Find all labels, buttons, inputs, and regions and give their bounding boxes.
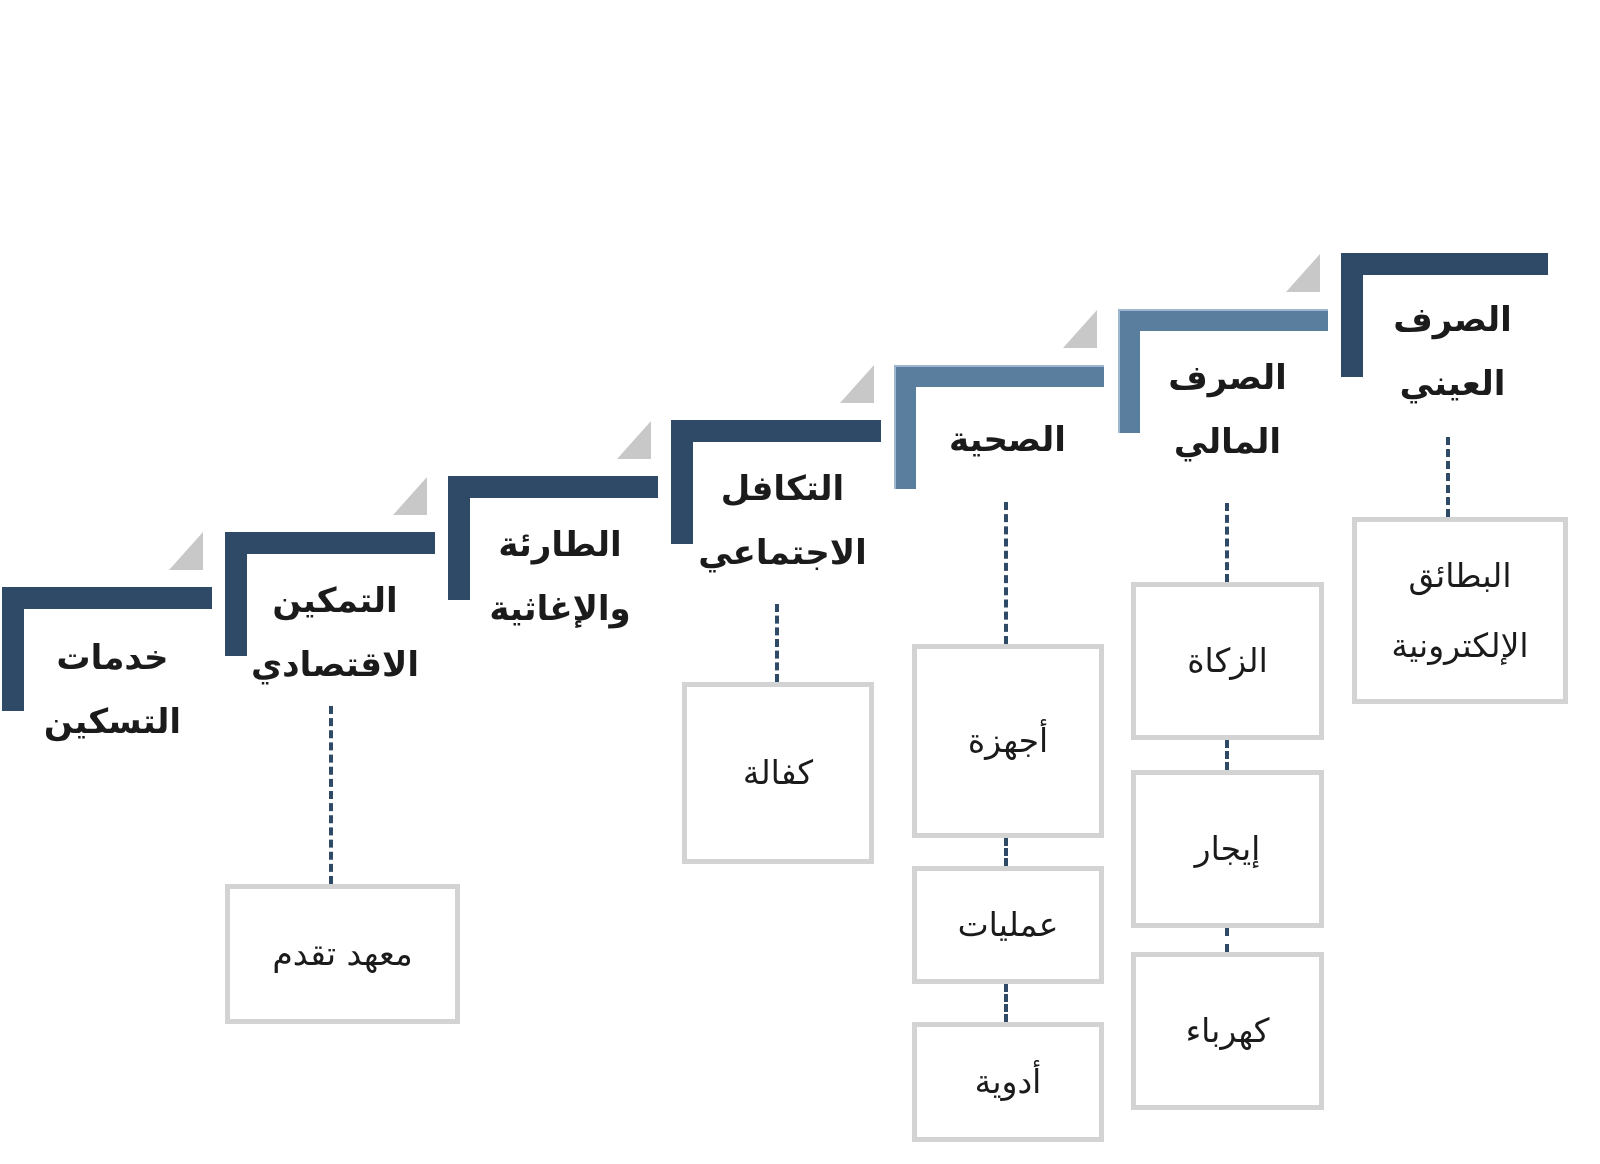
connector-dashed <box>1446 437 1450 517</box>
sub-item-box: كفالة <box>682 682 874 864</box>
sub-item-box: كهرباء <box>1131 952 1324 1110</box>
step-title-emergency-relief: الطارئة والإغاثية <box>489 525 631 629</box>
step-bracket <box>671 420 881 544</box>
step-corner-fold <box>169 532 203 570</box>
step-title-in-kind-disbursement: الصرف العيني <box>1393 300 1512 404</box>
step-title-financial-disbursement: الصرف المالي <box>1168 358 1287 462</box>
step-corner-fold <box>840 365 874 403</box>
sub-item-box: أجهزة <box>912 644 1104 838</box>
connector-dashed <box>1225 740 1229 770</box>
connector-dashed <box>1004 838 1008 866</box>
step-title-economic-empowerment: التمكين الاقتصادي <box>251 581 419 685</box>
step-bracket <box>225 532 435 656</box>
step-corner-fold <box>617 421 651 459</box>
connector-dashed <box>1004 502 1008 644</box>
connector-dashed <box>329 706 333 884</box>
step-title-housing: خدمات التسكين <box>43 638 182 742</box>
connector-dashed <box>1225 928 1229 952</box>
connector-dashed <box>1225 503 1229 582</box>
step-title-social-solidarity: التكافل الاجتماعي <box>698 469 867 573</box>
connector-dashed <box>1004 984 1008 1022</box>
step-bracket <box>1341 253 1548 377</box>
step-bracket <box>894 365 1104 489</box>
step-bracket <box>448 476 658 600</box>
sub-item-box: إيجار <box>1131 770 1324 928</box>
sub-item-box: معهد تقدم <box>225 884 460 1024</box>
sub-item-box: أدوية <box>912 1022 1104 1142</box>
connector-dashed <box>775 604 779 682</box>
step-title-health: الصحية <box>949 420 1066 460</box>
step-corner-fold <box>1286 254 1320 292</box>
sub-item-box: الزكاة <box>1131 582 1324 740</box>
step-corner-fold <box>1063 310 1097 348</box>
sub-item-box: البطائق الإلكترونية <box>1352 517 1568 704</box>
step-corner-fold <box>393 477 427 515</box>
sub-item-box: عمليات <box>912 866 1104 984</box>
step-bracket <box>1118 309 1328 433</box>
step-bracket <box>2 587 212 711</box>
